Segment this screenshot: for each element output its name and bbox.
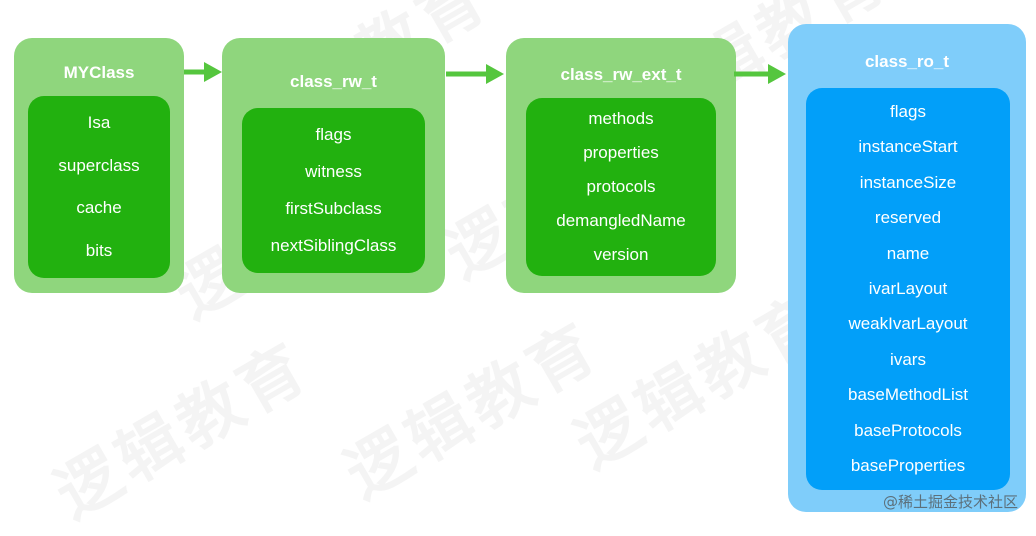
field-label: nextSiblingClass (270, 236, 397, 256)
field-label: flags (890, 101, 926, 121)
box-class-rw-ext-t: class_rw_ext_t methods properties protoc… (506, 38, 736, 293)
credit-text: @稀土掘金技术社区 (882, 493, 1018, 511)
field-label: properties (583, 143, 659, 162)
field-label: instanceSize (859, 172, 957, 192)
field-label: baseMethodList (847, 385, 969, 405)
box-title: class_rw_t (290, 72, 377, 91)
field-label: superclass (58, 155, 140, 175)
field-label: baseProperties (850, 456, 966, 476)
box-myclass: MYClass Isa superclass cache bits (14, 38, 184, 293)
field-label: protocols (586, 177, 656, 196)
watermark-text: 逻辑教育 (326, 296, 614, 516)
field-label: baseProtocols (854, 420, 962, 440)
field-list: flags instanceStart instanceSize reserve… (806, 88, 1010, 490)
field-label: instanceStart (858, 137, 958, 157)
box-class-rw-t: class_rw_t flags witness firstSubclass n… (222, 38, 445, 293)
field-list: methods properties protocols demangledNa… (526, 98, 716, 276)
field-label: methods (588, 109, 654, 128)
field-label: firstSubclass (285, 199, 382, 219)
field-label: witness (305, 161, 362, 181)
field-label: flags (315, 124, 352, 144)
field-label: reserved (874, 208, 942, 228)
box-title: MYClass (63, 63, 135, 82)
field-label: cache (76, 198, 122, 218)
box-class-ro-t: class_ro_t flags instanceStart instanceS… (788, 24, 1026, 512)
box-title: class_ro_t (864, 52, 950, 71)
field-label: version (593, 245, 649, 264)
field-list: flags witness firstSubclass nextSiblingC… (242, 108, 425, 273)
field-label: ivars (890, 349, 926, 369)
field-label: name (886, 243, 930, 263)
arrow-right-icon (446, 64, 504, 84)
field-label: weakIvarLayout (848, 314, 968, 334)
field-label: bits (85, 240, 113, 260)
field-label: Isa (87, 113, 111, 133)
arrow-right-icon (734, 64, 786, 84)
field-label: ivarLayout (868, 278, 948, 298)
field-list: Isa superclass cache bits (28, 96, 170, 278)
field-label: demangledName (556, 211, 686, 230)
watermark-text: 逻辑教育 (36, 316, 324, 536)
arrow-right-icon (184, 62, 222, 82)
box-title: class_rw_ext_t (560, 65, 682, 84)
